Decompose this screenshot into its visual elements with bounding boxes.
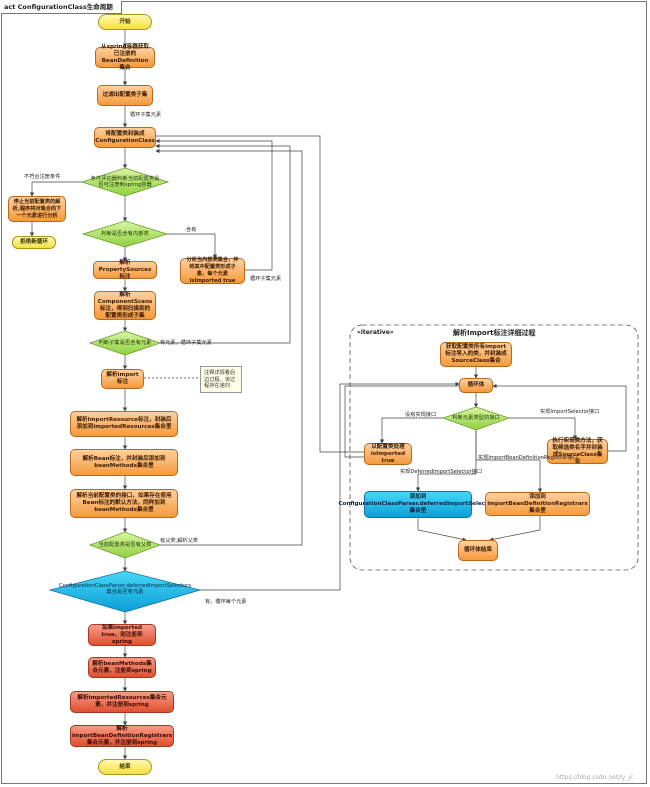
add-registrar-node: 添加到importBeanDefinitionRegistrars集合里 xyxy=(485,492,590,516)
judge-type-diamond xyxy=(441,406,511,431)
deferred-yes-label: 有，循环每个元素 xyxy=(205,599,247,605)
get-imports-node: 获取配置类所有import标注导入的类，并封装成SourceClass集合 xyxy=(440,342,512,367)
wrap-node: 将配置类封装成ConfigurationClass xyxy=(94,127,156,148)
loop-end-node: 循环体结束 xyxy=(458,540,498,561)
skip-node: 拒绝新循环 xyxy=(12,236,56,249)
stop-parse-node: 停止当前配置类的解析,程序将对集合的下一个元素进行分析 xyxy=(8,196,66,222)
diagram-title: act ConfigurationClass生命周期 xyxy=(1,1,122,14)
interfaces-node: 解析当前配置类的接口，如果存在使用Bean标注的默认方法，同样加到beanMet… xyxy=(70,489,178,518)
plain-config-node: 以配置类处理isImported true xyxy=(364,443,412,465)
cfg-class-label: 没有实现接口 xyxy=(405,412,437,418)
loop-each-label-2: 循环子集元素 xyxy=(250,276,282,282)
watermark: https://blog.csdn.net/ly_jc xyxy=(556,774,634,781)
has-member-text: 判断是否含有内部类 xyxy=(101,230,149,237)
cond-diamond xyxy=(80,167,170,197)
filter-node: 过滤出配置类子集 xyxy=(97,85,153,106)
has-member-diamond xyxy=(81,220,169,248)
end-node: 结束 xyxy=(98,759,152,775)
reg-bean-methods-node: 解析beanMethods集合元素，注册到spring xyxy=(88,657,156,678)
deferred-diamond xyxy=(48,570,202,613)
loop-each-label: 循环子集元素 xyxy=(130,112,162,118)
deferred-text: ConfigurationClassParser.deferredImportS… xyxy=(58,582,192,596)
import-note: 注释详情看后边过程，该过程存在递归 xyxy=(200,366,242,393)
import-selector-label: 实现ImportSelector接口 xyxy=(540,409,600,415)
add-deferred-node: 添加到ConfigurationClassParser.deferredImpo… xyxy=(338,491,498,518)
diagram-edges xyxy=(29,30,627,760)
has-parent-diamond xyxy=(88,531,162,559)
has-parent-yes-label: 有父类,解析父类 xyxy=(160,538,198,544)
start-node: 开始 xyxy=(98,14,152,30)
scan-node: 从spring容器获取已注册的BeanDefinition集合 xyxy=(95,44,155,71)
import-node: 解析import标注 xyxy=(101,369,144,389)
reg-imported-resources-node: 解析importedResources集合元素，并注册到spring xyxy=(70,691,174,713)
registrar-label: 实现ImportBeanDefinitionRegistrar接口 xyxy=(478,455,578,461)
not-conditional-label: 不符合注册条件 xyxy=(24,174,61,180)
has-member-yes-label: 含有 xyxy=(186,227,197,233)
judge-type-text: 判断元素类型的接口 xyxy=(452,414,500,421)
iterative-region xyxy=(349,324,639,571)
loop-node: 循环体 xyxy=(459,378,493,393)
reg-registrars-node: 解析importBeanDefinitionRegistrars集合元素，并注册… xyxy=(70,725,174,747)
iterative-title: 解析Import标注详细过程 xyxy=(453,329,536,337)
has-super-text: 判断子集是否含有元素 xyxy=(98,339,152,346)
decision-shapes xyxy=(80,167,511,559)
has-elements-label: 有元素，循环子集元素 xyxy=(160,340,212,346)
member-parse-node: 分析当内部类集合，并将其中配置类形成子集，每个元素isImported true xyxy=(180,257,245,284)
has-super-diamond xyxy=(88,330,162,356)
imported-true-node: 如果imported true，则注册到spring xyxy=(88,624,156,646)
cond-text: 条件评估器判断当前配置类是否可注册到spring容器 xyxy=(90,175,160,189)
bean-node: 解析Bean标注，并封装后添加到beanMethods集合里 xyxy=(70,449,178,476)
comp-scan-node: 解析ComponentScans标注，得到扫描到的配置类形成子集 xyxy=(94,291,156,320)
prop-sources-node: 解析PropertySources标注 xyxy=(93,260,157,280)
import-resource-node: 解析ImportResource标注，封装后添加到importedResourc… xyxy=(70,411,178,437)
iterative-keyword: «iterative» xyxy=(357,329,394,336)
deferred-selector-label: 实现DeferredImportSelector接口 xyxy=(400,469,483,475)
selector-exec-node: 执行实现类方法，获取候选类名字并封装成SourceClass集合 xyxy=(547,438,608,465)
has-parent-text: 当前配置类是否有父类 xyxy=(98,541,152,548)
